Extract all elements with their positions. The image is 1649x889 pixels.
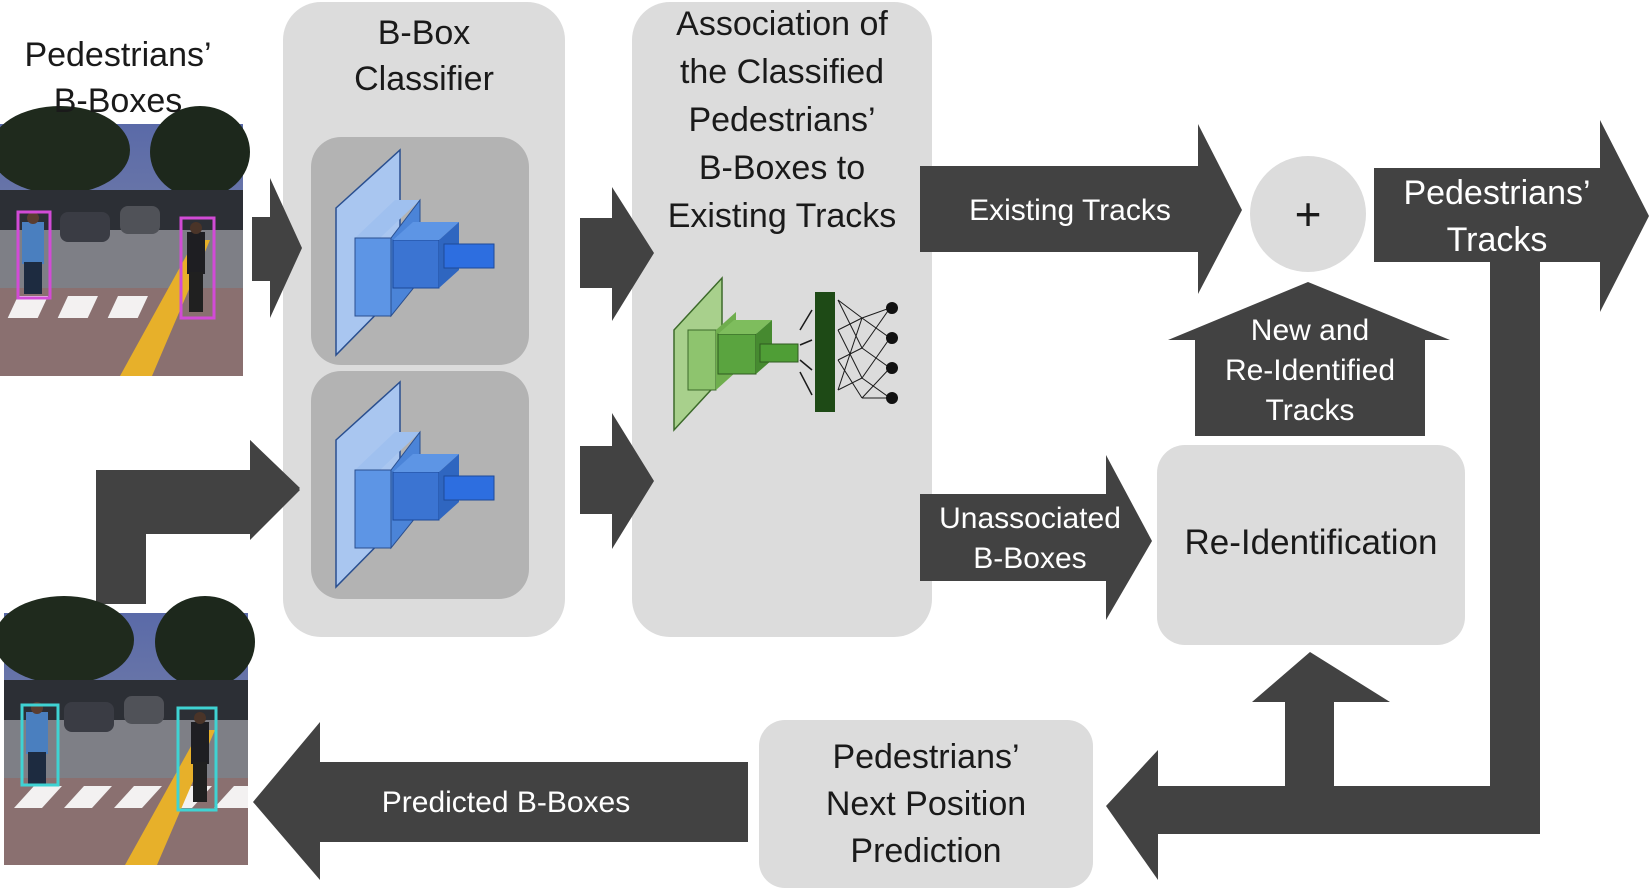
association-title-line2: the Classified [680, 53, 884, 91]
input-bbox-2 [179, 216, 216, 320]
classifier-title-line2: Classifier [354, 60, 494, 98]
arrow-existing-tracks [920, 124, 1242, 294]
arrow-tracks-to-prediction [1106, 262, 1540, 880]
predicted-bbox-1 [20, 703, 60, 787]
prediction-label-line2: Next Position [826, 785, 1026, 823]
unassociated-line1: Unassociated [939, 502, 1121, 535]
arrow-predicted-image-to-classifier [96, 440, 300, 604]
input-label-line1: Pedestrians’ [24, 36, 211, 74]
arrow-up-to-reidentification [1252, 652, 1390, 786]
output-label-line1: Pedestrians’ [1403, 174, 1590, 212]
classifier-title-line1: B-Box [378, 14, 471, 52]
arrow-predicted-image-to-classifier-body [96, 440, 300, 604]
predicted-bbox-2 [176, 706, 218, 812]
input-street-image [0, 106, 250, 376]
prediction-box [759, 720, 1093, 888]
arrow-classifier-top-to-association [580, 187, 654, 321]
arrow-new-reid-tracks [1168, 282, 1450, 436]
input-label-line2: B-Boxes [54, 82, 183, 120]
association-panel [632, 2, 932, 637]
plus-symbol: + [1295, 188, 1322, 240]
new-reid-tracks-line2: Re-Identified [1225, 354, 1395, 387]
arrow-unassociated [920, 455, 1152, 620]
cnn-icon-top [335, 148, 495, 357]
unassociated-line2: B-Boxes [973, 542, 1086, 575]
plus-circle [1250, 156, 1366, 272]
association-title-line1: Association of [676, 5, 888, 43]
output-label-line2: Tracks [1447, 221, 1548, 259]
cnn-fc-icon [673, 276, 898, 432]
reidentification-label: Re-Identification [1185, 523, 1438, 562]
association-title-line5: Existing Tracks [668, 197, 897, 235]
association-title-line4: B-Boxes to [699, 149, 865, 187]
prediction-label-line1: Pedestrians’ [832, 738, 1019, 776]
predicted-bboxes-label: Predicted B-Boxes [382, 786, 630, 819]
cnn-icon-bottom [335, 380, 495, 589]
arrow-output-tracks [1374, 120, 1649, 312]
input-bbox-1 [16, 210, 52, 300]
arrow-input-to-classifier [252, 178, 302, 318]
prediction-label-line3: Prediction [850, 832, 1001, 870]
arrow-predicted-bboxes [253, 722, 748, 880]
reidentification-box [1157, 445, 1465, 645]
predicted-street-image [0, 596, 255, 865]
arrow-classifier-bottom-to-association [580, 413, 654, 549]
new-reid-tracks-line1: New and [1251, 314, 1369, 347]
association-title-line3: Pedestrians’ [688, 101, 875, 139]
existing-tracks-label: Existing Tracks [969, 194, 1171, 227]
new-reid-tracks-line3: Tracks [1266, 394, 1355, 427]
